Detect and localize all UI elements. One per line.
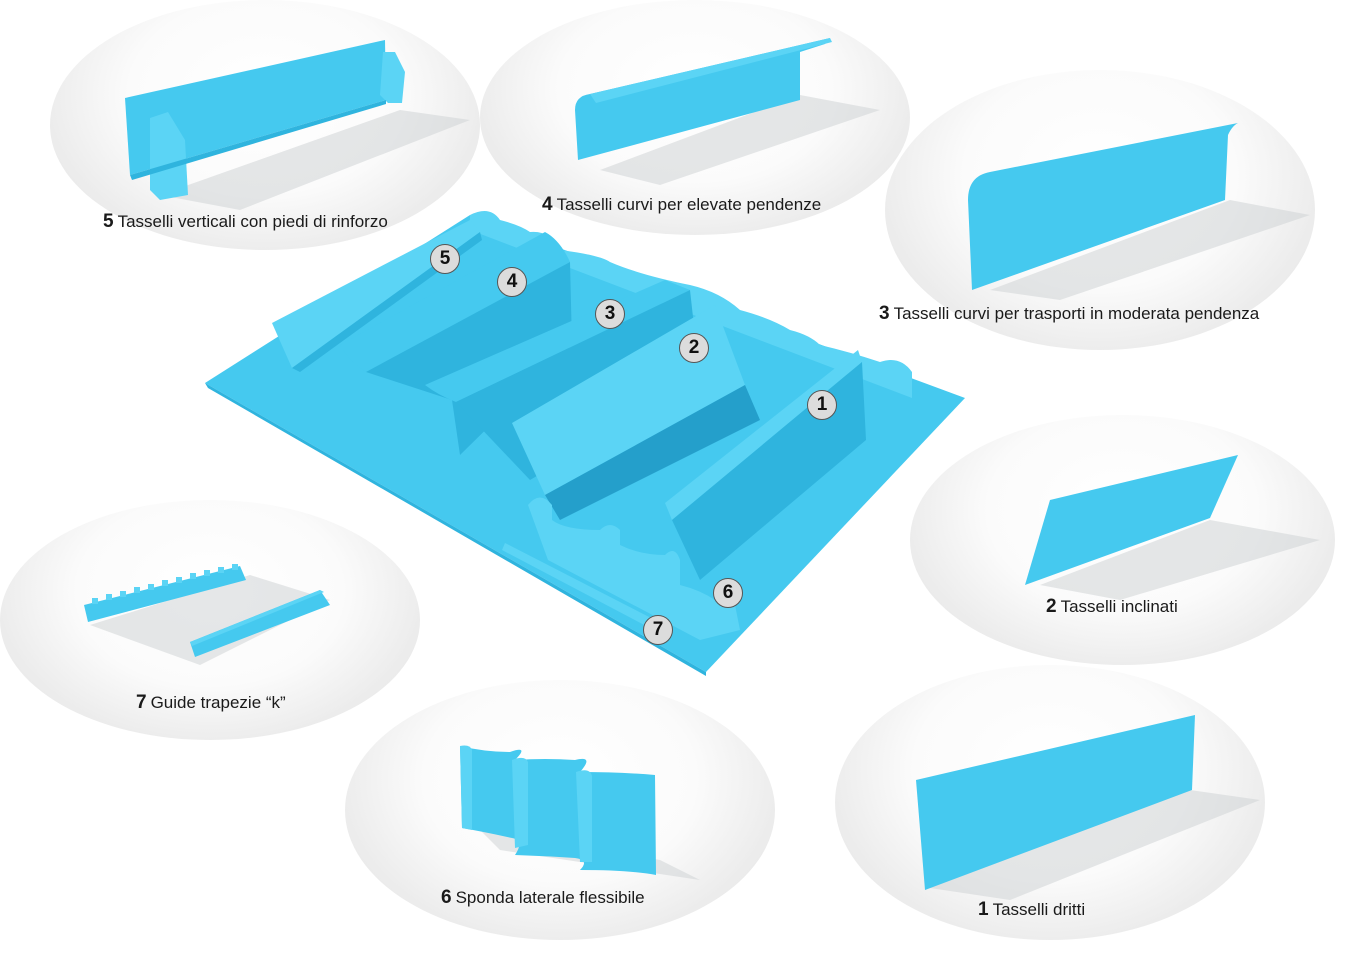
cleat-5-foot-right	[380, 52, 405, 103]
callout-2: 2	[679, 333, 709, 363]
cleat-5-foot-left	[150, 112, 188, 200]
cleat-3-panel	[968, 123, 1238, 290]
cleat-1-panel	[916, 715, 1195, 890]
callout-3: 3	[595, 299, 625, 329]
cleat-5-panel	[125, 40, 386, 175]
callout-5: 5	[430, 244, 460, 274]
cleat-2-panel	[1025, 455, 1238, 585]
sidewall-front	[528, 497, 740, 640]
callout-6: 6	[713, 578, 743, 608]
cleat-4-panel	[575, 38, 830, 160]
belt-guide-7	[502, 543, 655, 628]
callout-1: 1	[807, 390, 837, 420]
callout-7: 7	[643, 615, 673, 645]
callout-4: 4	[497, 267, 527, 297]
guide-7-plain	[190, 590, 330, 657]
sidewall-6-wave	[460, 746, 656, 875]
belt-cleat-5	[272, 220, 480, 368]
guide-7-notched	[84, 566, 246, 622]
